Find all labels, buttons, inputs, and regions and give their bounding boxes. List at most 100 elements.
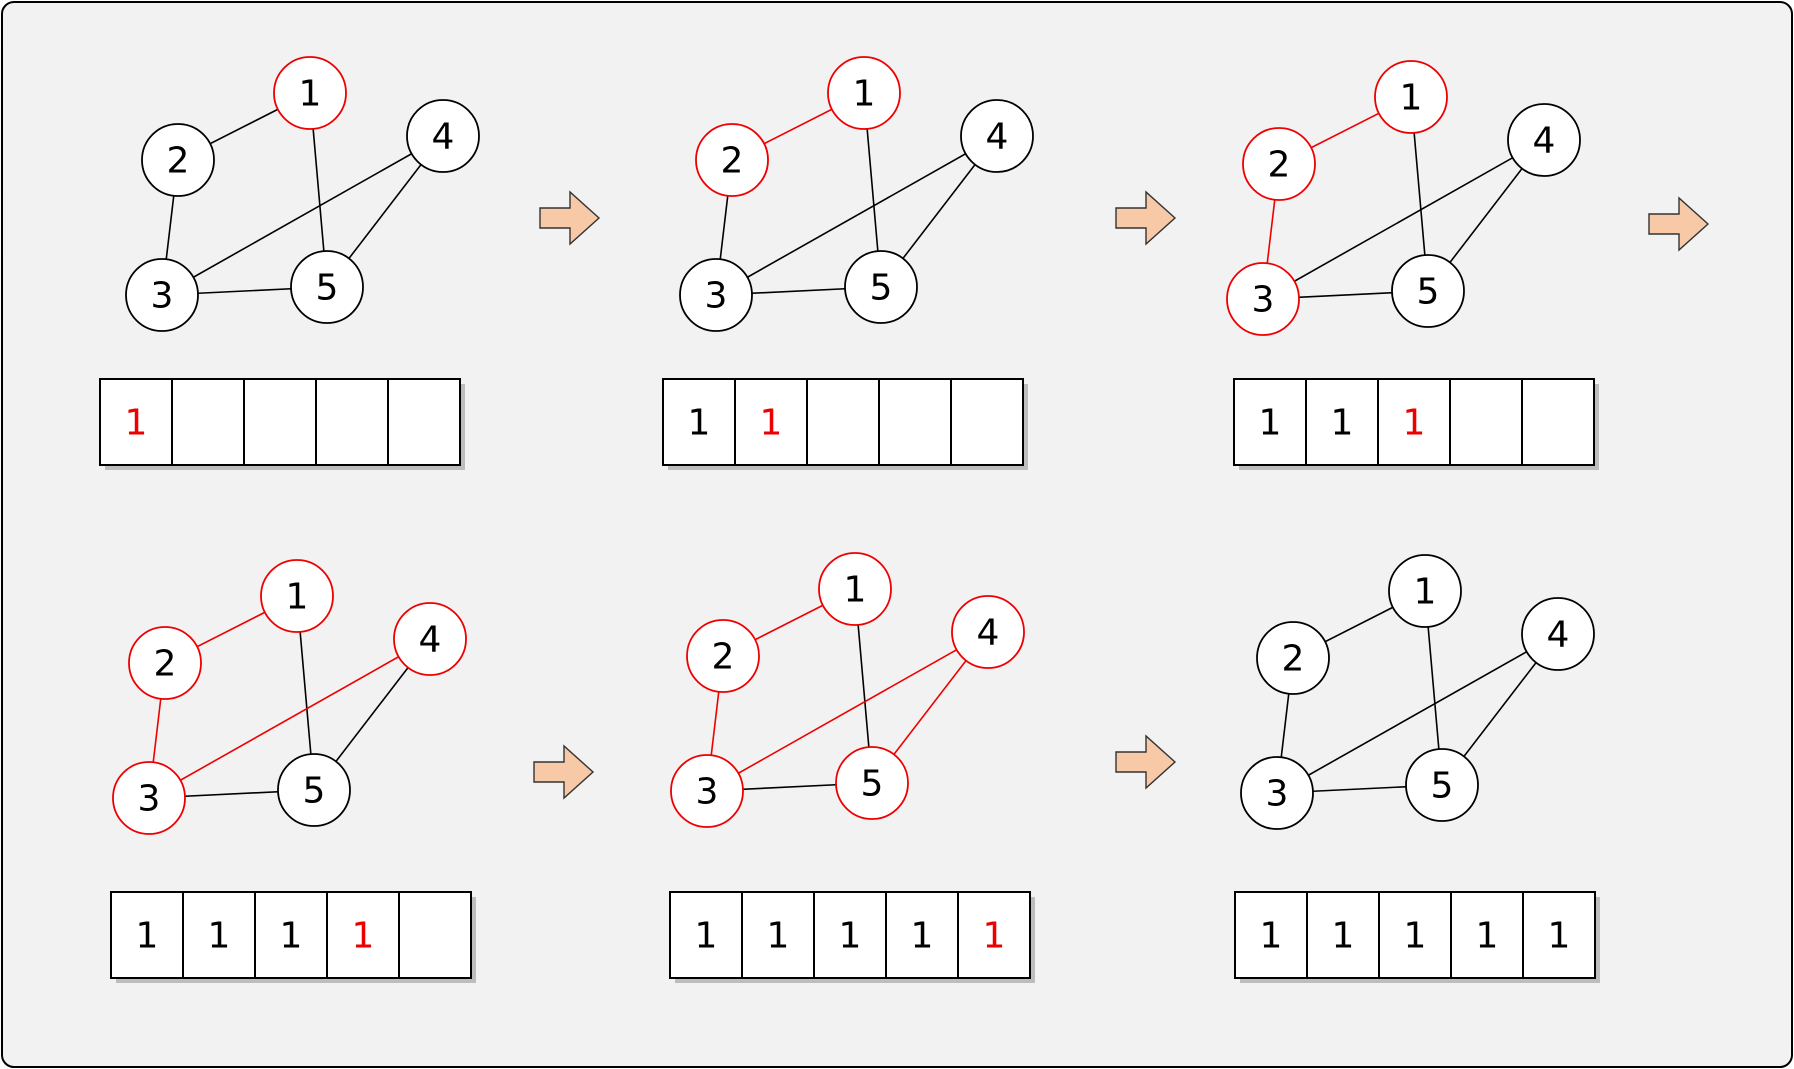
node-4-label: 4	[977, 613, 1000, 654]
array-cell-0	[1234, 891, 1308, 979]
array-cell-2-value: 1	[1403, 403, 1426, 444]
array-cell-4	[950, 378, 1024, 466]
node-2-circle	[686, 619, 760, 693]
array-cell-1-value: 1	[767, 916, 790, 957]
node-3-label: 3	[1252, 280, 1275, 321]
node-2-label: 2	[1282, 639, 1305, 680]
node-5-label: 5	[1417, 272, 1440, 313]
node-5-label: 5	[316, 268, 339, 309]
array-cell-4	[387, 378, 461, 466]
node-3-circle	[1226, 262, 1300, 336]
node-4-label: 4	[986, 117, 1009, 158]
node-3-label: 3	[1266, 774, 1289, 815]
node-1-circle	[827, 56, 901, 130]
array-cell-2-value: 1	[1404, 916, 1427, 957]
node-3-circle	[1240, 756, 1314, 830]
node-4-circle	[960, 99, 1034, 173]
node-1-label: 1	[286, 577, 309, 618]
array-cell-2-value: 1	[280, 916, 303, 957]
array-cell-2	[813, 891, 887, 979]
node-4-circle	[393, 602, 467, 676]
next-step-arrow-icon	[533, 744, 595, 800]
node-5-circle	[844, 250, 918, 324]
node-4-circle	[406, 99, 480, 173]
node-4-label: 4	[1533, 121, 1556, 162]
node-3-circle	[125, 258, 199, 332]
node-5-label: 5	[1431, 766, 1454, 807]
array-cell-0	[99, 378, 173, 466]
array-cell-1-value: 1	[760, 403, 783, 444]
edge-3-4	[715, 135, 998, 296]
node-1-label: 1	[844, 570, 867, 611]
node-5-label: 5	[303, 771, 326, 812]
array-cell-3-value: 1	[352, 916, 375, 957]
node-2-circle	[1242, 127, 1316, 201]
next-step-arrow-icon	[1648, 196, 1710, 252]
edge-3-4	[1276, 633, 1559, 794]
node-5-label: 5	[870, 268, 893, 309]
node-2-label: 2	[712, 637, 735, 678]
node-2-circle	[141, 123, 215, 197]
node-2-label: 2	[1268, 145, 1291, 186]
node-4-circle	[1507, 103, 1581, 177]
node-3-circle	[112, 761, 186, 835]
node-3-label: 3	[705, 276, 728, 317]
node-1-label: 1	[299, 74, 322, 115]
array-cell-1	[182, 891, 256, 979]
array-cell-0-value: 1	[1259, 403, 1282, 444]
node-1-circle	[273, 56, 347, 130]
array-cell-1	[1305, 378, 1379, 466]
node-3-label: 3	[151, 276, 174, 317]
array-cell-4-value: 1	[1548, 916, 1571, 957]
node-1-label: 1	[853, 74, 876, 115]
array-cell-3	[1449, 378, 1523, 466]
array-cell-1-value: 1	[208, 916, 231, 957]
next-step-arrow-icon	[1115, 190, 1177, 246]
array-cell-2	[806, 378, 880, 466]
visited-array-1: 1	[99, 378, 465, 470]
node-4-label: 4	[419, 620, 442, 661]
edge-3-4	[148, 638, 431, 799]
array-cell-3	[878, 378, 952, 466]
next-step-arrow-icon	[539, 190, 601, 246]
array-cell-4-value: 1	[983, 916, 1006, 957]
array-cell-0	[110, 891, 184, 979]
node-4-circle	[951, 595, 1025, 669]
array-cell-3	[315, 378, 389, 466]
node-2-label: 2	[154, 644, 177, 685]
array-cell-2-value: 1	[839, 916, 862, 957]
step-3: 1 2 3 4 5 1 1 1	[1226, 60, 1599, 470]
node-5-circle	[277, 753, 351, 827]
array-cell-4	[1521, 378, 1595, 466]
node-4-circle	[1521, 597, 1595, 671]
edge-3-4	[706, 631, 989, 792]
node-2-circle	[128, 626, 202, 700]
next-step-arrow-icon	[1115, 734, 1177, 790]
visited-array-3: 1 1 1	[1233, 378, 1599, 470]
node-1-circle	[818, 552, 892, 626]
node-5-circle	[1405, 748, 1479, 822]
array-cell-2	[254, 891, 328, 979]
node-3-label: 3	[138, 779, 161, 820]
node-2-circle	[1256, 621, 1330, 695]
node-5-circle	[290, 250, 364, 324]
node-3-circle	[670, 754, 744, 828]
array-cell-4	[957, 891, 1031, 979]
array-cell-2	[243, 378, 317, 466]
node-5-label: 5	[861, 764, 884, 805]
array-cell-3-value: 1	[1476, 916, 1499, 957]
array-cell-3	[326, 891, 400, 979]
array-cell-1-value: 1	[1331, 403, 1354, 444]
array-cell-0-value: 1	[1260, 916, 1283, 957]
array-cell-1	[171, 378, 245, 466]
array-cell-0-value: 1	[125, 403, 148, 444]
array-cell-0-value: 1	[695, 916, 718, 957]
array-cell-4	[1522, 891, 1596, 979]
node-2-label: 2	[721, 141, 744, 182]
node-2-label: 2	[167, 141, 190, 182]
array-cell-1-value: 1	[1332, 916, 1355, 957]
